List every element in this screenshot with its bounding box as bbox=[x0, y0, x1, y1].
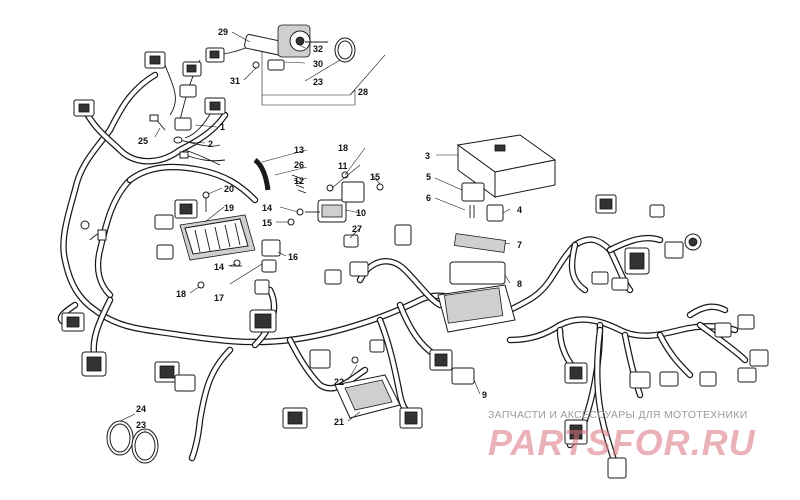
callout-23-bottom: 23 bbox=[136, 420, 146, 430]
watermark-caption: ЗАПЧАСТИ И АКСЕССУАРЫ ДЛЯ МОТОТЕХНИКИ bbox=[488, 409, 748, 421]
connector-right-8 bbox=[714, 322, 732, 338]
callout-12: 12 bbox=[294, 176, 304, 186]
callout-1: 1 bbox=[220, 122, 225, 132]
connector-right-16 bbox=[564, 419, 588, 445]
callout-18-top: 18 bbox=[338, 143, 348, 153]
connector-mid-11 bbox=[399, 407, 423, 429]
connector-right-14 bbox=[659, 371, 679, 387]
connector-right-4 bbox=[664, 241, 684, 259]
connector-left-4 bbox=[61, 312, 85, 332]
callout-7: 7 bbox=[517, 240, 522, 250]
callout-11: 11 bbox=[338, 161, 348, 171]
connector-left-3 bbox=[156, 244, 174, 260]
callout-10: 10 bbox=[356, 208, 366, 218]
connector-mid-12 bbox=[394, 224, 412, 246]
connector-mid-7 bbox=[324, 269, 342, 285]
connector-top-2 bbox=[205, 47, 225, 63]
callout-32: 32 bbox=[313, 44, 323, 54]
relay-group bbox=[233, 157, 384, 273]
callout-26: 26 bbox=[294, 160, 304, 170]
connector-mid-8 bbox=[349, 261, 369, 277]
ground-wires bbox=[80, 114, 226, 241]
callout-20: 20 bbox=[224, 184, 234, 194]
callout-18-left: 18 bbox=[176, 289, 186, 299]
relay-5 bbox=[461, 182, 485, 202]
callout-30: 30 bbox=[313, 59, 323, 69]
connector-right-13 bbox=[629, 371, 651, 389]
watermark-brand: PARTSFOR.RU bbox=[488, 422, 756, 463]
callout-23-top: 23 bbox=[313, 77, 323, 87]
callout-24: 24 bbox=[136, 404, 146, 414]
callout-16: 16 bbox=[288, 252, 298, 262]
connector-mid-6 bbox=[282, 407, 308, 429]
callout-27: 27 bbox=[352, 224, 362, 234]
callout-4: 4 bbox=[517, 205, 522, 215]
connector-mid-1 bbox=[204, 97, 226, 115]
connector-right-1 bbox=[595, 194, 617, 214]
connector-right-12 bbox=[564, 362, 588, 384]
callout-6: 6 bbox=[426, 193, 431, 203]
callout-labels: 1 2 3 4 5 6 7 8 9 10 11 12 13 14 14 15 1… bbox=[136, 27, 522, 430]
connector-top-4 bbox=[179, 84, 197, 98]
callout-19: 19 bbox=[224, 203, 234, 213]
callout-14-top: 14 bbox=[262, 203, 272, 213]
regulator-module bbox=[179, 191, 256, 289]
connector-mid-4 bbox=[254, 279, 270, 295]
connector-left-2 bbox=[154, 214, 174, 230]
connector-left-6 bbox=[154, 361, 180, 383]
callout-15-right: 15 bbox=[370, 172, 380, 182]
callout-13: 13 bbox=[294, 145, 304, 155]
callout-28: 28 bbox=[358, 87, 368, 97]
connector-mid-10 bbox=[429, 349, 453, 371]
fuse-box-body bbox=[437, 284, 516, 333]
connector-mid-9 bbox=[369, 339, 385, 353]
callout-9: 9 bbox=[482, 390, 487, 400]
connector-right-3 bbox=[649, 204, 665, 218]
connector-right-10 bbox=[749, 349, 769, 367]
callout-31: 31 bbox=[230, 76, 240, 86]
callout-22: 22 bbox=[334, 377, 344, 387]
connector-mid-5 bbox=[309, 349, 331, 369]
relay-9 bbox=[451, 367, 475, 385]
connector-19 bbox=[174, 199, 198, 219]
relay-4 bbox=[486, 204, 504, 222]
connector-left-5 bbox=[81, 351, 107, 377]
ecu-module bbox=[334, 356, 401, 419]
callout-29: 29 bbox=[218, 27, 228, 37]
callout-3: 3 bbox=[425, 151, 430, 161]
callout-15-left: 15 bbox=[262, 218, 272, 228]
fuse-cover-8 bbox=[449, 261, 506, 285]
leader-lines bbox=[154, 31, 511, 422]
fuse-box-group bbox=[437, 134, 557, 385]
connector-top-3 bbox=[182, 61, 202, 77]
callout-17: 17 bbox=[214, 293, 224, 303]
fuse-label-7 bbox=[453, 233, 507, 253]
callout-8: 8 bbox=[517, 279, 522, 289]
connector-right-11 bbox=[737, 367, 757, 383]
connector-left-7 bbox=[174, 374, 196, 392]
connector-right-2 bbox=[624, 247, 650, 275]
callout-14-bottom: 14 bbox=[214, 262, 224, 272]
connector-left-1 bbox=[73, 99, 95, 117]
callout-25: 25 bbox=[138, 136, 148, 146]
watermark: ЗАПЧАСТИ И АКСЕССУАРЫ ДЛЯ МОТОТЕХНИКИ PA… bbox=[488, 409, 756, 463]
fuse-box-cover bbox=[456, 134, 557, 198]
connector-right-7 bbox=[611, 277, 629, 291]
connector-mid-2 bbox=[174, 117, 192, 131]
connector-mid-3 bbox=[249, 309, 277, 333]
connector-top-left bbox=[144, 51, 166, 69]
connectors bbox=[61, 47, 769, 479]
connector-right-5 bbox=[684, 233, 702, 251]
callout-2: 2 bbox=[208, 139, 213, 149]
switch-assembly bbox=[244, 24, 386, 106]
connector-right-15 bbox=[699, 371, 717, 387]
connector-right-6 bbox=[591, 271, 609, 285]
connector-right-17 bbox=[607, 457, 627, 479]
callout-21: 21 bbox=[334, 417, 344, 427]
clamps bbox=[106, 413, 159, 464]
callout-5: 5 bbox=[426, 172, 431, 182]
connector-right-9 bbox=[737, 314, 755, 330]
